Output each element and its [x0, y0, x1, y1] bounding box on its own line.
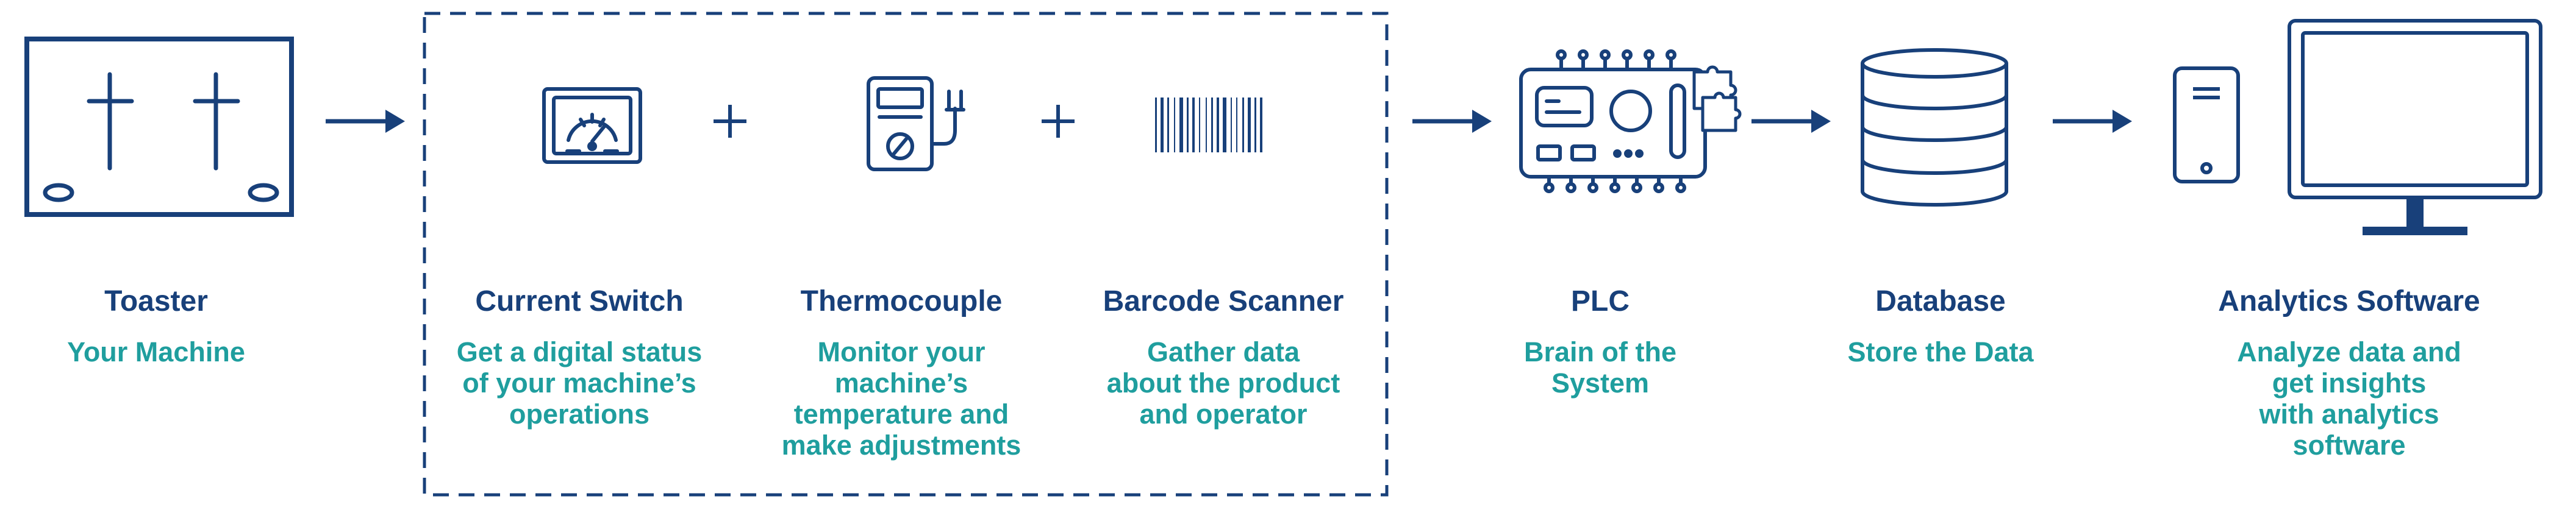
barcode-stripe	[1187, 98, 1189, 152]
stage-database: Database Store the Data	[1847, 284, 2033, 367]
barcode-stripe	[1155, 98, 1157, 152]
stage-thermocouple: Thermocouple Monitor your machine’s temp…	[782, 284, 1021, 461]
sensor-group-dashed-box	[423, 12, 1389, 497]
stage-plc: PLC Brain of the System	[1524, 284, 1676, 399]
stage-barcode-scanner: Barcode Scanner Gather data about the pr…	[1103, 284, 1344, 430]
barcode-stripe	[1167, 98, 1169, 152]
stage-description: Your Machine	[67, 336, 245, 367]
computer-monitor-icon	[2173, 19, 2542, 235]
stage-title: Toaster	[104, 285, 208, 317]
stage-title: Analytics Software	[2218, 285, 2480, 317]
stage-title: Thermocouple	[800, 285, 1003, 317]
barcode-stripe	[1242, 98, 1244, 152]
flow-arrow-4	[2053, 110, 2132, 133]
barcode-stripe	[1211, 98, 1213, 152]
flow-arrow-2	[1412, 110, 1492, 133]
stage-description: Gather data about the product and operat…	[1106, 336, 1340, 430]
gauge-meter-icon	[542, 87, 642, 164]
stage-title: PLC	[1570, 285, 1630, 317]
plc-board-icon	[1519, 49, 1742, 193]
barcode-stripe	[1231, 98, 1232, 152]
barcode-stripe	[1192, 98, 1195, 152]
stage-current-switch: Current Switch Get a digital status of y…	[457, 284, 703, 430]
stage-toaster: Toaster Your Machine	[67, 284, 245, 367]
stage-description: Brain of the System	[1523, 336, 1677, 399]
barcode-stripe	[1223, 98, 1226, 152]
stage-title: Barcode Scanner	[1103, 285, 1344, 317]
toaster-icon	[24, 37, 294, 217]
plus-icon-1	[714, 105, 746, 138]
barcode-stripe	[1161, 98, 1164, 152]
stage-description: Monitor your machine’s temperature and m…	[781, 336, 1021, 461]
barcode-stripe	[1206, 98, 1207, 152]
thermocouple-meter-icon	[867, 76, 965, 171]
barcode-stripe	[1174, 98, 1175, 152]
stage-description: Analyze data and get insights with analy…	[2237, 336, 2461, 461]
stage-title: Database	[1875, 285, 2006, 317]
barcode-stripe	[1260, 98, 1262, 152]
stage-title: Current Switch	[475, 285, 684, 317]
barcode-icon	[1155, 98, 1262, 152]
database-icon	[1861, 48, 2008, 207]
flow-arrow-3	[1751, 110, 1831, 133]
barcode-stripe	[1254, 98, 1256, 152]
plus-icon-2	[1042, 105, 1075, 138]
barcode-stripe	[1199, 98, 1200, 152]
stage-description: Store the Data	[1847, 336, 2034, 367]
flow-arrow-1	[326, 110, 405, 133]
barcode-stripe	[1217, 98, 1219, 152]
stage-description: Get a digital status of your machine’s o…	[456, 336, 703, 430]
barcode-stripe	[1248, 98, 1251, 152]
barcode-stripe	[1179, 98, 1183, 152]
barcode-stripe	[1236, 98, 1237, 152]
stage-analytics-software: Analytics Software Analyze data and get …	[2218, 284, 2480, 461]
